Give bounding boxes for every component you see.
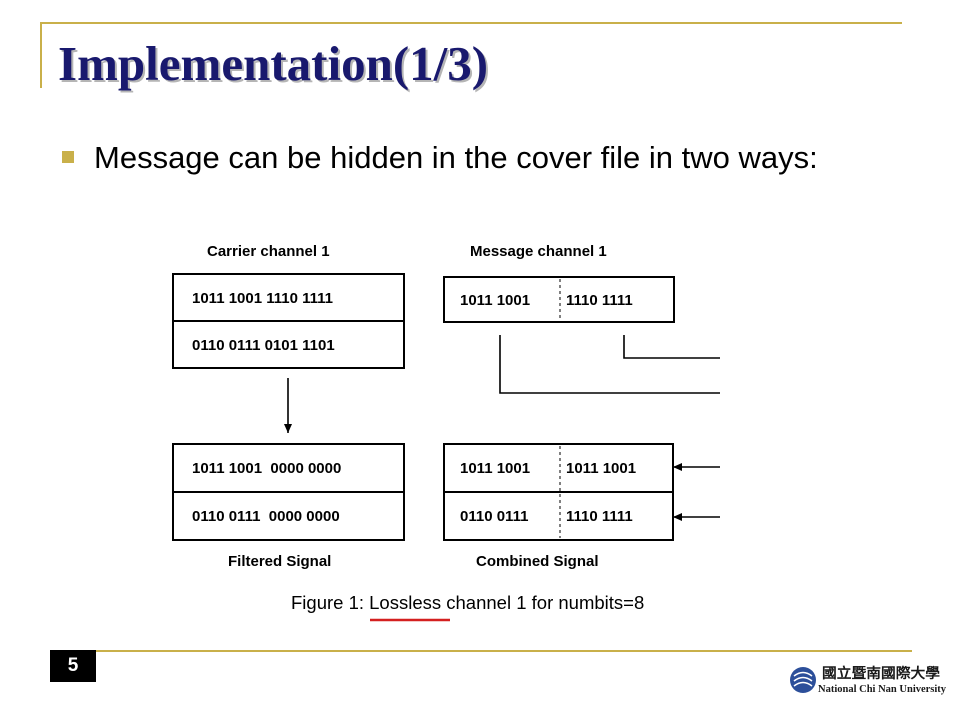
bullet-text: Message can be hidden in the cover file … [94,140,818,175]
university-emblem-icon [790,667,816,693]
left-border-line [40,22,42,88]
page-number: 5 [50,650,96,682]
combined-row-2-left: 0110 0111 [460,508,528,525]
combined-row-2-right: 1110 1111 [566,508,633,525]
logo-cjk-name: 國立暨南國際大學 [822,665,940,681]
filtered-signal-label: Filtered Signal [228,553,331,570]
top-border-line [40,22,902,24]
message-right-bits: 1110 1111 [566,292,633,309]
carrier-row-1: 1011 1001 1110 1111 [192,290,333,307]
message-channel-box: 1011 1001 1110 1111 [443,276,675,323]
university-name: National Chi Nan University [818,684,947,695]
figure-caption: Figure 1: Lossless channel 1 for numbits… [291,592,644,613]
footer-line [50,650,912,652]
bullet-marker [62,151,74,163]
filtered-row-2: 0110 0111 0000 0000 [192,508,340,525]
slide-title: Implementation(1/3) [58,36,489,91]
combined-row-1-right: 1011 1001 [566,460,636,477]
combined-row-1-left: 1011 1001 [460,460,530,477]
message-left-bits: 1011 1001 [460,292,530,309]
carrier-channel-box: 1011 1001 1110 1111 0110 0111 0101 1101 [172,273,405,369]
carrier-channel-label: Carrier channel 1 [207,243,330,260]
message-channel-label: Message channel 1 [470,243,607,260]
combined-signal-box: 1011 1001 1011 1001 0110 0111 1110 1111 [443,443,674,541]
university-logo: 國立暨南國際大學 [790,665,940,693]
carrier-row-2: 0110 0111 0101 1101 [192,337,335,354]
filtered-signal-box: 1011 1001 0000 0000 0110 0111 0000 0000 [172,443,405,541]
left-half-arrow [499,335,720,471]
combined-signal-label: Combined Signal [476,553,599,570]
lossless-channel-diagram: Carrier channel 1 1011 1001 1110 1111 01… [172,243,720,622]
right-half-arrow [623,335,720,521]
filtered-row-1: 1011 1001 0000 0000 [192,460,341,477]
